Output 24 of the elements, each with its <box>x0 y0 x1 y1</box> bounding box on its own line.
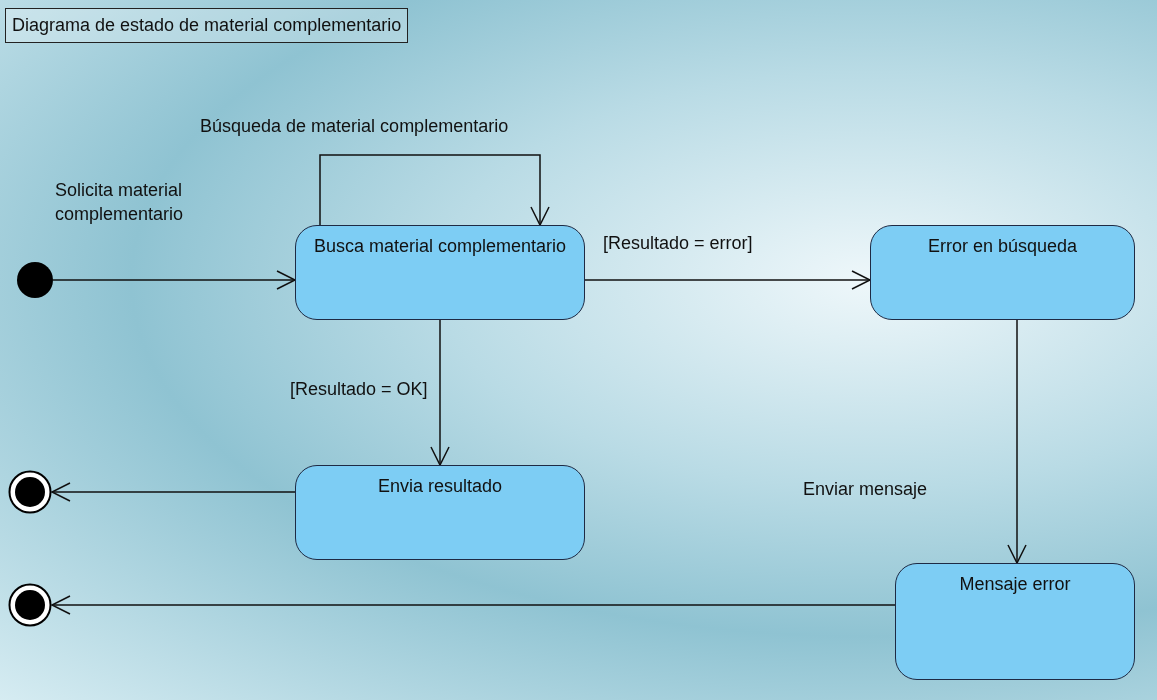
edge-label: Búsqueda de material complementario <box>200 115 509 138</box>
state-name: Mensaje error <box>959 573 1071 596</box>
transition-arrow <box>51 595 896 615</box>
edge-label: Solicita material complementario <box>55 179 185 227</box>
transition-arrow <box>584 270 871 290</box>
state-name: Error en búsqueda <box>927 235 1078 258</box>
state-box <box>870 225 1135 320</box>
diagram-title: Diagrama de estado de material complementario <box>5 8 409 43</box>
final-state <box>8 470 52 514</box>
state-box <box>895 563 1135 680</box>
edge-label: [Resultado = OK] <box>290 378 428 401</box>
state-box <box>295 225 585 320</box>
transition-arrow <box>1007 319 1027 564</box>
final-state <box>8 583 52 627</box>
initial-state <box>17 262 53 298</box>
transition-arrow <box>430 319 450 466</box>
state-box <box>295 465 585 560</box>
edge-label: [Resultado = error] <box>603 232 753 255</box>
transition-arrow <box>319 154 550 226</box>
transition-arrow <box>51 482 296 502</box>
state-name: Busca material complementario <box>313 235 567 258</box>
transition-arrow <box>52 270 296 290</box>
edge-label: Enviar mensaje <box>803 478 928 501</box>
state-name: Envia resultado <box>377 475 503 498</box>
